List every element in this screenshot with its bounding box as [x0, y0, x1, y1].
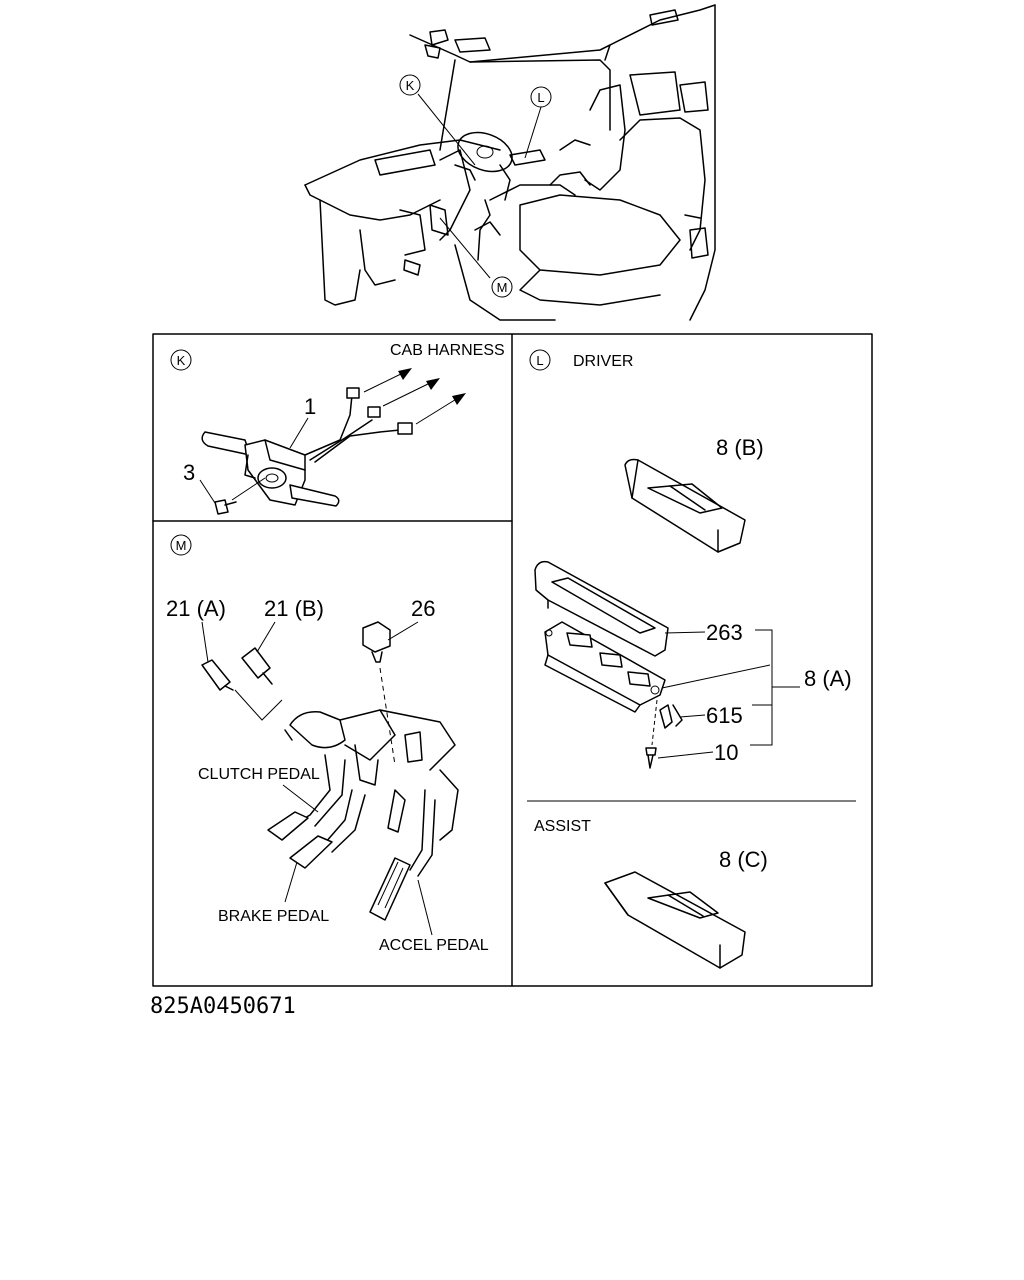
svg-text:M: M — [497, 280, 508, 295]
callout-k-overview: K — [399, 74, 421, 96]
cab-overview-illustration — [304, 4, 716, 321]
brake-pedal-label: BRAKE PEDAL — [218, 908, 329, 925]
switch-8c-illustration — [604, 871, 746, 969]
panel-l: L DRIVER 8 (B) — [529, 349, 852, 969]
part-263-label: 263 — [706, 620, 743, 645]
panel-l-letter: L — [536, 353, 543, 368]
callout-m-overview: M — [491, 276, 513, 298]
figure-code: 825A0450671 — [150, 994, 296, 1019]
switch-8b-illustration — [624, 458, 746, 553]
part-1-label: 1 — [304, 394, 316, 419]
panel-m-letter: M — [176, 538, 187, 553]
panel-k-letter: K — [177, 353, 186, 368]
clutch-pedal-label: CLUTCH PEDAL — [198, 766, 320, 783]
svg-text:K: K — [406, 78, 415, 93]
panel-frames — [152, 333, 873, 987]
combination-switch-illustration — [199, 368, 466, 515]
part-21a-label: 21 (A) — [166, 596, 226, 621]
switch-8a-illustration — [534, 560, 683, 769]
driver-label: DRIVER — [573, 353, 633, 370]
pedal-switches-illustration — [201, 621, 459, 936]
cab-harness-label: CAB HARNESS — [390, 342, 505, 359]
part-21b-label: 21 (B) — [264, 596, 324, 621]
part-8a-label: 8 (A) — [804, 666, 852, 691]
part-26-label: 26 — [411, 596, 435, 621]
panel-m: M 21 (A) 21 (B) 26 — [166, 534, 489, 954]
part-8c-label: 8 (C) — [719, 847, 768, 872]
callout-l-overview: L — [530, 86, 552, 108]
panel-k: K CAB HARNESS — [170, 342, 505, 515]
svg-text:L: L — [537, 90, 544, 105]
part-10-label: 10 — [714, 740, 738, 765]
assist-label: ASSIST — [534, 818, 591, 835]
accel-pedal-label: ACCEL PEDAL — [379, 937, 489, 954]
part-615-label: 615 — [706, 703, 743, 728]
part-8b-label: 8 (B) — [716, 435, 764, 460]
part-3-label: 3 — [183, 460, 195, 485]
